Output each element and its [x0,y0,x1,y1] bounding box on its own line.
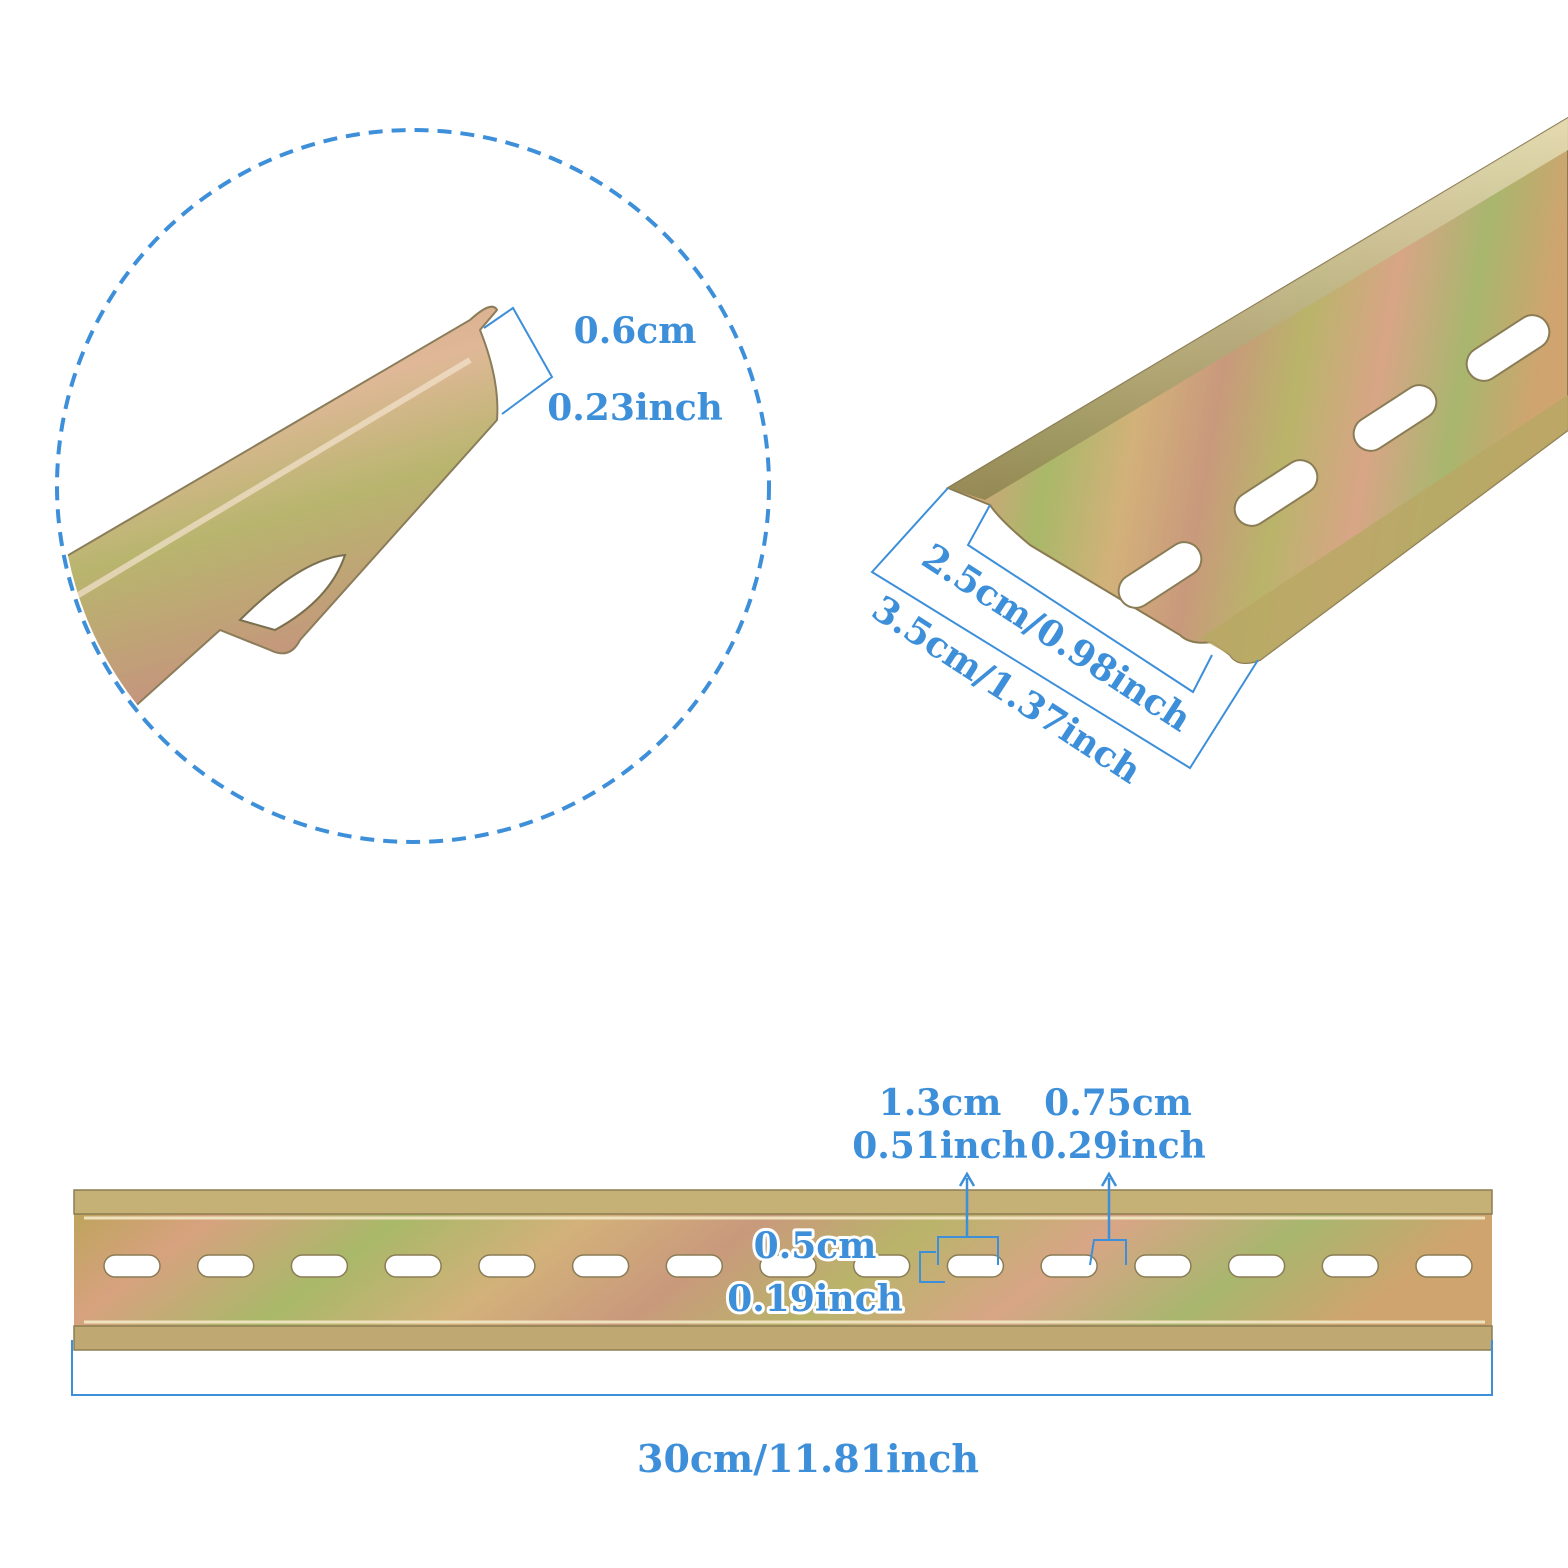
slot-gap-arrow [1100,1171,1118,1240]
rail-closeup-body [61,305,499,721]
detail-circle: 0.6cm 0.23inch [55,128,771,844]
lip-inch-label: 0.23inch [547,387,723,429]
slot-length-inch-label: 0.51inch [852,1125,1028,1167]
rail-length-bracket [71,1340,1493,1396]
rail-slot [1227,1254,1286,1278]
rail-front-top-flange [73,1189,1493,1215]
rail-slot [946,1254,1005,1278]
rail-slot [1134,1254,1192,1278]
lip-bracket [483,306,554,415]
rail-length-label: 30cm/11.81inch [637,1436,979,1481]
perspective-slot [1117,541,1203,609]
rail-closeup [61,305,499,721]
profile-view: 2.5cm/0.98inch 3.5cm/1.37inch [862,116,1568,795]
front-view: 1.3cm 0.51inch 0.75cm 0.29inch 0.5cm 0.1… [71,1079,1493,1484]
slot-height-bracket [919,1251,945,1283]
rail-slot [196,1254,255,1278]
slot-gap-cm-label: 0.75cm [1044,1082,1192,1124]
rail-front [73,1189,1493,1351]
rail-slot [290,1254,349,1278]
detail-circle-outline [55,128,771,844]
slot-height-inch-label: 0.19inch [727,1278,903,1320]
rail-closeup-slot [238,553,347,632]
rail-perspective-upper-flange [948,118,1568,500]
rail-closeup-highlight [68,357,472,603]
lip-cm-label: 0.6cm [574,310,697,352]
rail-slot [759,1254,817,1278]
slot-gap-inch-label: 0.29inch [1030,1125,1206,1167]
slot-length-arrow [958,1171,976,1237]
perspective-slot [1465,314,1551,382]
rail-slot [665,1254,724,1278]
front-slots [103,1254,1473,1278]
rail-slot [103,1254,161,1278]
perspective-slot [1233,459,1319,527]
rail-slot [852,1254,911,1278]
slot-length-cm-label: 1.3cm [879,1082,1002,1124]
rail-perspective [945,116,1568,665]
rail-slot [1415,1254,1473,1278]
rail-front-bottom-flange [73,1325,1493,1351]
slot-height-cm-label: 0.5cm [754,1225,877,1267]
rail-slot [571,1254,630,1278]
rail-slot [384,1254,442,1278]
perspective-slot [1352,384,1438,452]
rail-slot [1040,1254,1098,1278]
rail-slot [1321,1254,1380,1278]
perspective-slots [1117,314,1551,609]
inner-width-bracket [966,504,1213,694]
rail-slot [478,1254,536,1278]
rail-perspective-lower-flange [1200,395,1568,664]
outer-width-bracket [870,487,1259,770]
